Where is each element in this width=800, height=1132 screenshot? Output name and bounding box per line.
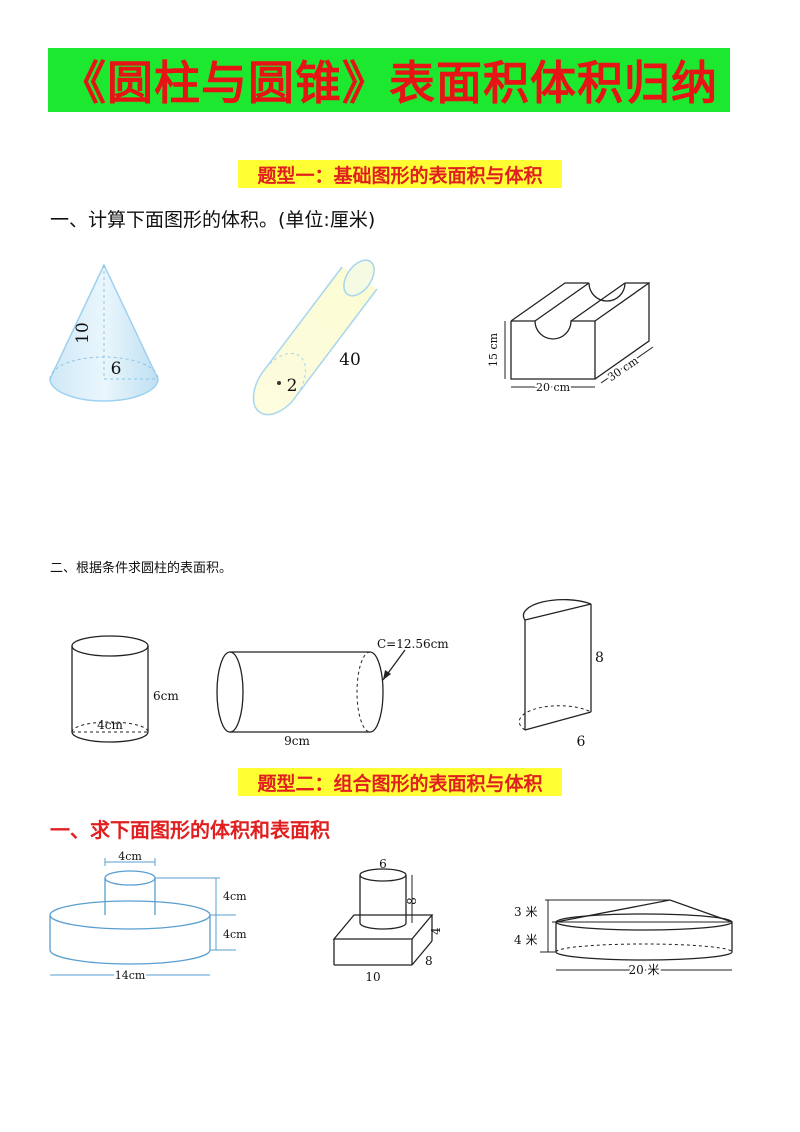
horizontal-cylinder-figure: C=12.56cm 9cm bbox=[216, 637, 449, 748]
cylinder-diameter-label: 6 bbox=[379, 857, 387, 871]
horizontal-cylinder-length-label: 9cm bbox=[284, 734, 310, 748]
half-cylinder-figure: 8 6 bbox=[518, 598, 604, 750]
question-3-text: 一、求下面图形的体积和表面积 bbox=[50, 818, 330, 842]
base-diameter-label: 14cm bbox=[115, 969, 146, 982]
section-heading-1-text: 题型一：基础图形的表面积与体积 bbox=[257, 164, 543, 187]
cylinder-height-label: 8 bbox=[405, 897, 419, 905]
cone-height-label: 10 bbox=[73, 322, 93, 344]
question-2-text: 二、根据条件求圆柱的表面积。 bbox=[50, 561, 233, 576]
half-cylinder-height-label: 8 bbox=[595, 650, 604, 666]
block-width-label: 20 cm bbox=[536, 381, 571, 394]
diameter-label: 20 米 bbox=[628, 963, 659, 977]
title-banner: 《圆柱与圆锥》表面积体积归纳 bbox=[48, 48, 730, 112]
top-diameter-label: 4cm bbox=[118, 850, 142, 863]
cone-figure: 10 6 bbox=[49, 263, 159, 402]
cone-on-cylinder-figure: 3 米 4 米 20 米 bbox=[514, 899, 733, 979]
box-width-label: 10 bbox=[365, 970, 380, 984]
question-1-text: 一、计算下面图形的体积。(单位:厘米) bbox=[50, 209, 376, 231]
top-height-label: 4cm bbox=[223, 890, 247, 903]
cylinder-part-height-label: 4 米 bbox=[514, 933, 537, 947]
section-heading-2: 题型二：组合图形的表面积与体积 bbox=[238, 768, 562, 796]
block-height-label: 15 cm bbox=[487, 332, 500, 367]
base-height-label: 4cm bbox=[223, 928, 247, 941]
upright-cylinder-height-label: 6cm bbox=[153, 689, 179, 703]
upright-cylinder-diameter-label: 4cm bbox=[97, 718, 123, 732]
cylinder-on-box-figure: 6 8 4 8 10 bbox=[332, 857, 443, 984]
slanted-cylinder-radius-label: 2 bbox=[287, 376, 298, 396]
section-heading-2-text: 题型二：组合图形的表面积与体积 bbox=[257, 772, 543, 795]
cone-radius-label: 6 bbox=[111, 359, 122, 379]
cone-part-height-label: 3 米 bbox=[514, 905, 537, 919]
section-heading-1: 题型一：基础图形的表面积与体积 bbox=[238, 160, 562, 188]
page-title: 《圆柱与圆锥》表面积体积归纳 bbox=[60, 56, 718, 110]
stacked-cylinders-figure: 4cm 14cm 4cm 4cm bbox=[49, 850, 247, 984]
box-height-label: 4 bbox=[429, 927, 443, 935]
slanted-cylinder-length-label: 40 bbox=[339, 350, 361, 370]
grooved-block-figure: 15 cm 20 cm 30 cm bbox=[487, 281, 654, 396]
slanted-cylinder-figure: 40 2 bbox=[252, 259, 378, 416]
half-cylinder-diameter-label: 6 bbox=[577, 734, 586, 750]
upright-cylinder-figure: 6cm 4cm bbox=[71, 635, 179, 743]
horizontal-cylinder-circumference-label: C=12.56cm bbox=[377, 637, 449, 651]
box-depth-label: 8 bbox=[425, 954, 433, 968]
